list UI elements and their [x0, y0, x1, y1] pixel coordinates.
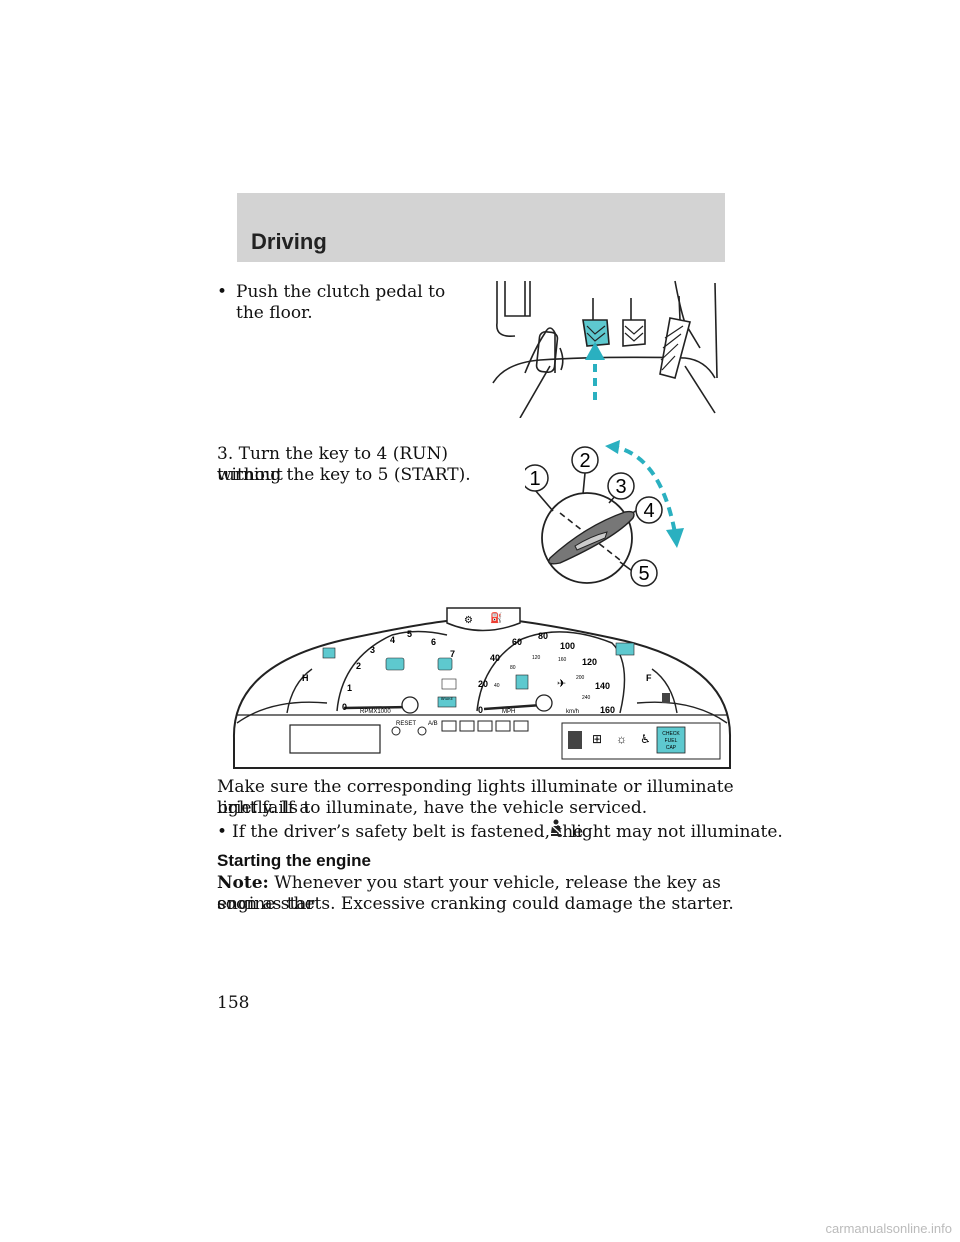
- section-title: Driving: [251, 229, 327, 254]
- note-label: Note:: [217, 873, 269, 893]
- bullet-marker: •: [217, 282, 228, 302]
- svg-text:⛽: ⛽: [490, 611, 502, 624]
- master-warning-icon: [615, 642, 635, 656]
- arrow-up-icon: [585, 342, 605, 400]
- tachometer: 0 1 2 3 4 5 6 7 RPMX1000 BRAKE: [336, 629, 457, 715]
- mph-label-20: 20: [478, 679, 488, 689]
- mph-label-60: 60: [512, 637, 522, 647]
- temp-hot-label: H: [302, 673, 309, 683]
- mph-label-0: 0: [478, 705, 483, 715]
- mph-label-80: 80: [538, 631, 548, 641]
- fuel-full-label: F: [646, 673, 652, 683]
- svg-text:☼: ☼: [616, 732, 627, 746]
- watermark: carmanualsonline.info: [825, 1221, 952, 1236]
- airbag-icon: ✈: [557, 678, 566, 690]
- clutch-instruction: Push the clutch pedal to the floor.: [236, 282, 446, 323]
- kmh-label-160: 160: [558, 657, 567, 663]
- note-line1: Note: Whenever you start your vehicle, r…: [217, 873, 737, 915]
- mph-label-120: 120: [582, 657, 597, 667]
- tach-label-6: 6: [431, 637, 436, 647]
- ignition-position-2: 2: [579, 450, 590, 472]
- kmh-label-240: 240: [582, 695, 591, 701]
- ignition-illustration: 1 2 3 4 5: [525, 440, 684, 587]
- ab-label: A/B: [428, 721, 438, 727]
- instrument-cluster: ⚙ ⛽ RESET A/B ⊞ ☼ ♿ CHECK FUEL CAP H 0 1…: [232, 607, 732, 769]
- rotation-arrow-icon: [605, 440, 684, 548]
- tach-label-4: 4: [390, 635, 395, 645]
- brake-pedal: [582, 319, 610, 347]
- check-fuel-cap-line3: CAP: [666, 745, 677, 751]
- lights-paragraph-line1: Make sure the corresponding lights illum…: [217, 777, 734, 818]
- tach-label-2: 2: [356, 661, 361, 671]
- key-icon: [548, 510, 635, 565]
- brake-label: BRAKE: [441, 697, 454, 701]
- kmh-label-200: 200: [576, 675, 585, 681]
- reset-label: RESET: [396, 721, 416, 727]
- tach-label-5: 5: [407, 629, 412, 639]
- seatbelt-text-pre: If the driver’s safety belt is fastened,…: [232, 822, 584, 842]
- step3-line1: 3. Turn the key to 4 (RUN) without: [217, 444, 448, 485]
- mph-label-40: 40: [490, 653, 500, 663]
- tach-unit: RPMX1000: [360, 709, 391, 715]
- pedal-illustration: [492, 280, 718, 418]
- fuel-gauge: F: [646, 668, 678, 714]
- seatbelt-icon: [550, 819, 562, 836]
- speedometer: 0 20 40 60 80 100 120 140 160 MPH 40 80 …: [476, 631, 635, 715]
- seatbelt-warning-icon: [515, 674, 529, 690]
- kmh-label-80: 80: [510, 665, 516, 671]
- check-fuel-cap-line2: FUEL: [665, 738, 678, 744]
- mph-label-100: 100: [560, 641, 575, 651]
- tach-label-3: 3: [370, 645, 375, 655]
- ignition-position-5: 5: [638, 563, 649, 585]
- tach-label-1: 1: [347, 683, 352, 693]
- section-header: Driving: [237, 193, 725, 262]
- mph-unit: MPH: [502, 709, 515, 715]
- kmh-label-120: 120: [532, 655, 541, 661]
- note-text-line1: Whenever you start your vehicle, release…: [217, 873, 721, 914]
- note-text-line2: engine starts. Excessive cranking could …: [217, 894, 734, 914]
- fuel-pump-icon: [662, 693, 670, 703]
- page-number: 158: [217, 993, 250, 1013]
- starting-engine-heading: Starting the engine: [217, 851, 371, 870]
- check-fuel-cap-line1: CHECK: [662, 731, 680, 737]
- mph-label-140: 140: [595, 681, 610, 691]
- kmh-unit: km/h: [566, 709, 579, 715]
- svg-text:⊞: ⊞: [592, 732, 602, 746]
- svg-text:♿: ♿: [640, 732, 651, 746]
- ignition-position-3: 3: [615, 476, 626, 498]
- lights-paragraph-line2: light fails to illuminate, have the vehi…: [217, 798, 648, 818]
- tach-label-7: 7: [450, 649, 455, 659]
- ignition-position-1: 1: [529, 468, 540, 490]
- mph-label-160: 160: [600, 705, 615, 715]
- svg-text:⚙: ⚙: [464, 615, 473, 626]
- ignition-position-4: 4: [643, 500, 654, 522]
- bullet-marker: •: [217, 822, 228, 842]
- kmh-label-40: 40: [494, 683, 500, 689]
- tach-label-0: 0: [342, 702, 347, 712]
- temp-gauge: H: [286, 647, 336, 714]
- step3-line2: turning the key to 5 (START).: [217, 465, 471, 485]
- seatbelt-text-post: light may not illuminate.: [571, 822, 783, 842]
